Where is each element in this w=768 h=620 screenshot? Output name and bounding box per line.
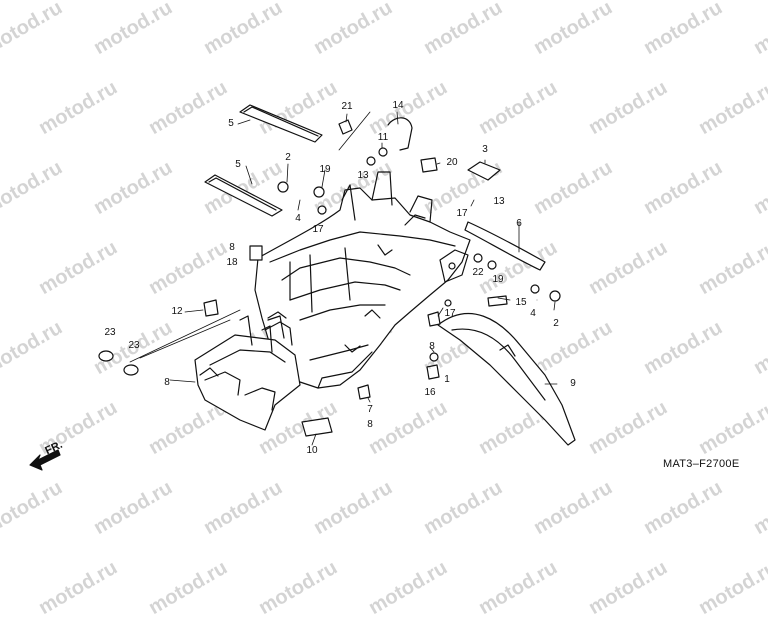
fender-tip — [437, 313, 576, 446]
callout-number: 17 — [444, 308, 456, 319]
callout-number: 12 — [171, 306, 183, 317]
callout-number: 8 — [229, 242, 235, 253]
callout-number: 19 — [492, 274, 504, 285]
callout-number: 3 — [482, 144, 488, 155]
callout-number: 21 — [341, 101, 353, 112]
callout-number: 6 — [516, 218, 522, 229]
callout-number: 2 — [285, 152, 291, 163]
small-parts — [98, 117, 561, 437]
parts-drawing — [29, 104, 576, 471]
callout-number: 11 — [377, 132, 389, 143]
band-part-5 — [204, 104, 323, 217]
front-arrow — [29, 449, 61, 471]
callout-number: 13 — [493, 196, 505, 207]
callout-number: 19 — [319, 164, 331, 175]
callout-number: 9 — [570, 378, 576, 389]
leader-lines — [129, 111, 558, 446]
callout-number: 14 — [392, 100, 404, 111]
callout-number: 5 — [235, 159, 241, 170]
rear-fender-body — [254, 171, 471, 389]
tray-lower — [194, 315, 301, 431]
callout-number: 20 — [446, 157, 458, 168]
callout-number: 18 — [226, 257, 238, 268]
callout-number: 13 — [357, 170, 369, 181]
callout-number: 10 — [306, 445, 318, 456]
callout-number: 8 — [367, 419, 373, 430]
callout-number: 23 — [128, 340, 140, 351]
callout-number: 23 — [104, 327, 116, 338]
callout-number: 8 — [429, 341, 435, 352]
callout-number: 4 — [530, 308, 536, 319]
callout-number: 22 — [472, 267, 484, 278]
callout-number: 17 — [456, 208, 468, 219]
callout-number: 16 — [424, 387, 436, 398]
callout-number: 2 — [553, 318, 559, 329]
callout-number: 17 — [312, 224, 324, 235]
callout-number: 5 — [228, 118, 234, 129]
callout-number: 8 — [164, 377, 170, 388]
callout-number: 4 — [295, 213, 301, 224]
callout-number: 15 — [515, 297, 527, 308]
callout-number: 7 — [367, 404, 373, 415]
strip-part-6 — [464, 221, 546, 271]
diagram-code: MAT3–F2700E — [663, 458, 740, 470]
callout-number: 1 — [444, 374, 450, 385]
